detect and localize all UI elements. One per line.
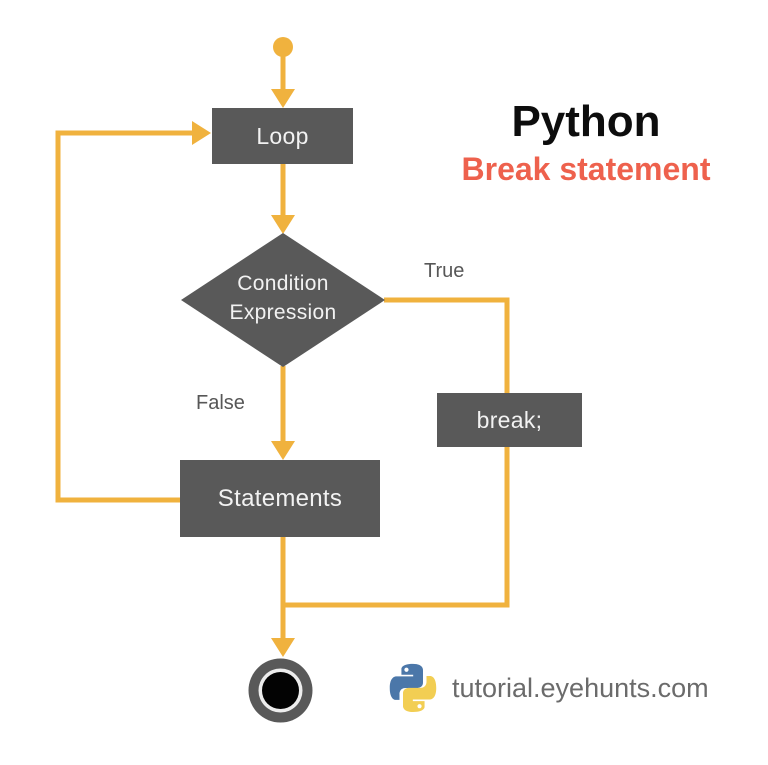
node-statements-label: Statements: [217, 484, 343, 512]
connector-statements-to-loop: [55, 130, 192, 503]
page-subtitle: Break statement: [461, 151, 711, 187]
footer-brand: tutorial.eyehunts.com: [388, 663, 709, 713]
edge-label-false: False: [196, 392, 245, 414]
connector-true-branch: [285, 297, 510, 608]
arrowhead-into-statements: [271, 441, 295, 460]
condition-diamond-shape: [181, 233, 385, 367]
node-break-label: break;: [476, 406, 543, 433]
edge-label-true: True: [424, 260, 465, 282]
node-break: break;: [437, 393, 582, 447]
end-node: [248, 658, 313, 723]
node-loop: Loop: [212, 108, 353, 164]
arrowhead-into-loop-left: [192, 121, 211, 145]
end-node-core: [262, 672, 299, 709]
condition-label-line1: Condition: [237, 272, 329, 295]
node-statements: Statements: [180, 460, 380, 537]
node-loop-label: Loop: [256, 122, 309, 149]
page-title: Python: [511, 97, 661, 146]
header: Python Break statement: [416, 96, 756, 188]
arrowhead-into-condition: [271, 215, 295, 234]
node-condition-label: Condition Expression: [181, 269, 385, 327]
condition-label-line2: Expression: [229, 301, 337, 324]
arrowhead-into-loop-top: [271, 89, 295, 108]
arrowhead-into-end: [271, 638, 295, 657]
start-node: [273, 37, 293, 57]
footer-site-text: tutorial.eyehunts.com: [452, 672, 709, 703]
python-logo-icon: [389, 663, 437, 713]
